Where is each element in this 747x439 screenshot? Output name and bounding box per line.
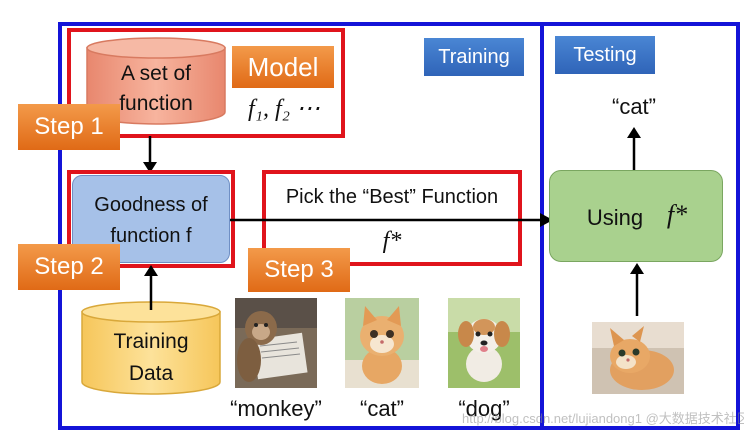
test-cat-image: [592, 322, 684, 394]
using-box: [549, 170, 723, 262]
cat-caption: “cat”: [360, 396, 404, 421]
arrow-model-to-goodness: [143, 136, 157, 173]
monkey-caption: “monkey”: [230, 396, 322, 421]
f-star-using: f*: [666, 200, 688, 229]
watermark: http://blog.csdn.net/lujiandong1 @大数据技术社…: [462, 411, 744, 426]
testing-tag: Testing: [555, 36, 655, 74]
monkey-image: [235, 298, 317, 388]
step2-tag: Step 2: [18, 244, 120, 290]
step3-tag: Step 3: [248, 248, 350, 292]
testing-frame: [540, 22, 740, 430]
function-set-line2: function: [119, 92, 193, 115]
pick-best-text: Pick the “Best” Function: [285, 186, 499, 208]
training-tag: Training: [424, 38, 524, 76]
arrow-using-to-output: [627, 127, 641, 170]
step1-tag: Step 1: [18, 104, 120, 150]
step3-box: [262, 170, 522, 266]
function-set-cylinder: [86, 37, 226, 125]
model-tag: Model: [232, 46, 334, 88]
cat-image: [345, 298, 419, 388]
training-data-line2: Data: [128, 362, 174, 385]
dog-caption: “dog”: [458, 396, 510, 421]
training-data-line1: Training: [113, 330, 189, 353]
f-star-step3: f*: [382, 228, 402, 254]
function-set-line1: A set of: [120, 62, 192, 85]
arrow-data-to-goodness: [144, 265, 158, 310]
arrow-goodness-to-using: [230, 213, 553, 227]
goodness-line2: function f: [110, 225, 192, 247]
output-cat: “cat”: [612, 94, 656, 119]
training-data-cylinder: [81, 301, 221, 395]
model-functions: f₁, f₂ ⋯: [247, 96, 321, 122]
dog-image: [448, 298, 520, 388]
arrow-image-to-using: [630, 263, 644, 316]
step1-box: [67, 28, 345, 138]
goodness-line1: Goodness of: [94, 194, 208, 216]
using-label: Using: [586, 205, 644, 230]
